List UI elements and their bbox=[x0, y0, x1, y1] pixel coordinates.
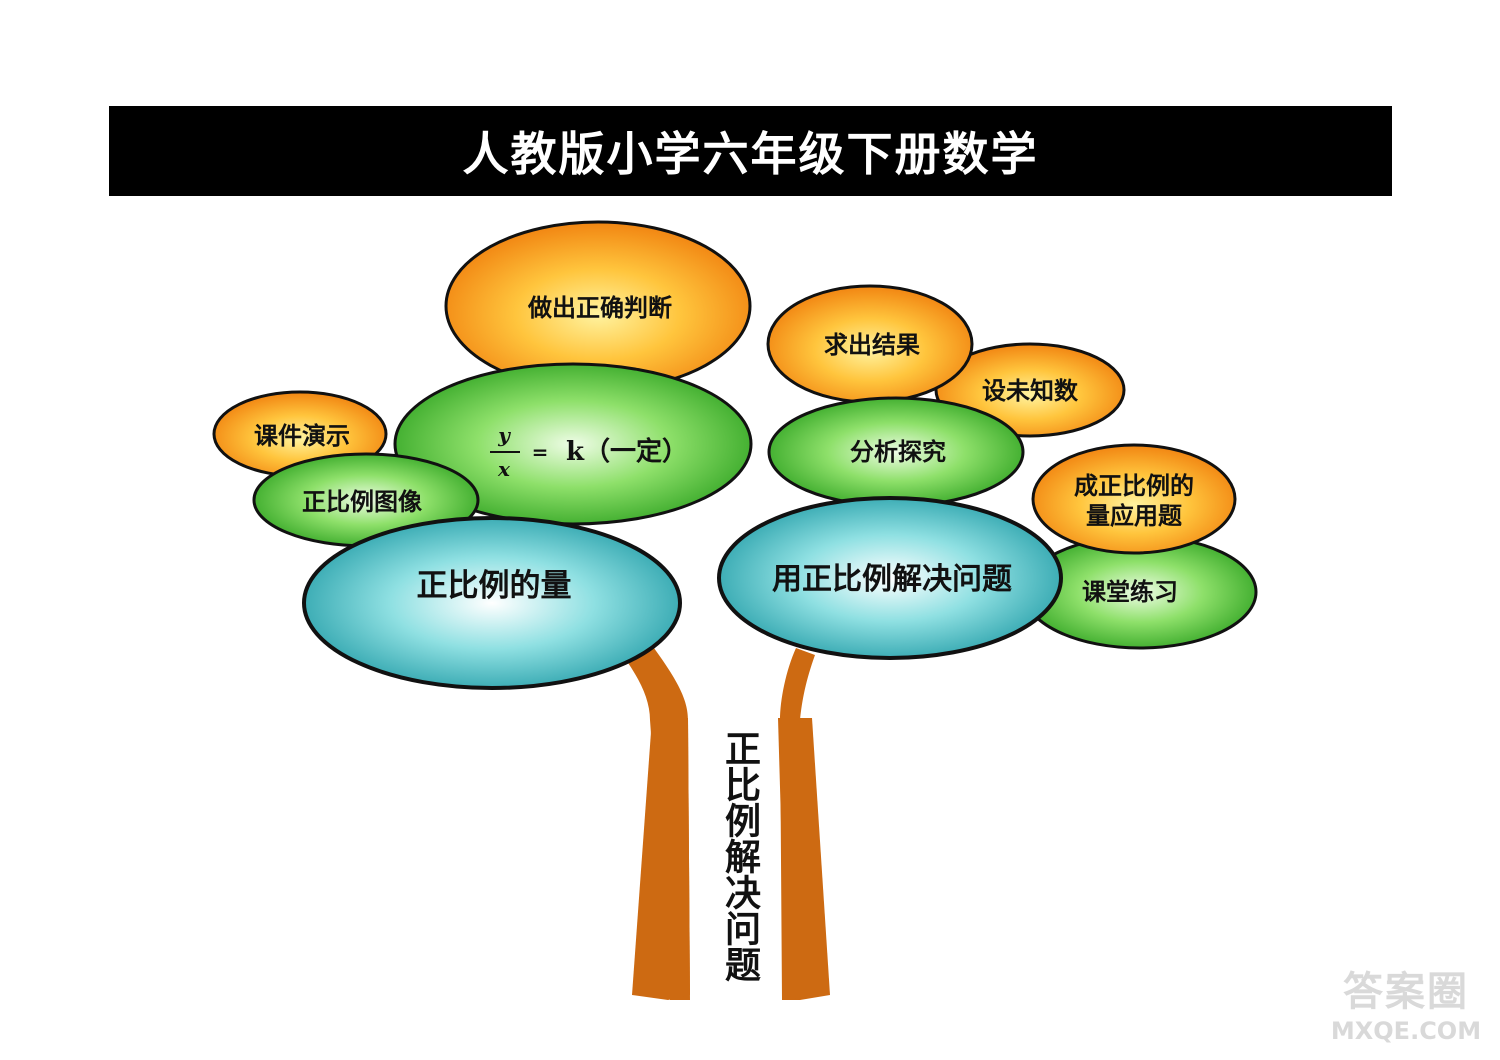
node-right-root: 用正比例解决问题 bbox=[717, 496, 1063, 660]
node-analyze-label: 分析探究 bbox=[850, 437, 946, 466]
node-right-root-label: 用正比例解决问题 bbox=[772, 562, 1012, 597]
node-graph-label: 正比例图像 bbox=[302, 487, 423, 516]
page-title: 人教版小学六年级下册数学 bbox=[462, 127, 1039, 181]
right-trunk bbox=[778, 648, 830, 1000]
node-formula: y x = k（一定） bbox=[393, 362, 753, 526]
node-applied-label-2: 量应用题 bbox=[1086, 501, 1182, 530]
node-applied-label-1: 成正比例的 bbox=[1074, 471, 1194, 500]
node-left-root-label: 正比例的量 bbox=[417, 568, 572, 604]
left-trunk bbox=[626, 640, 690, 1000]
node-analyze: 分析探究 bbox=[767, 396, 1025, 508]
node-applied: 成正比例的 量应用题 bbox=[1031, 443, 1237, 555]
node-unknown-label: 设未知数 bbox=[982, 376, 1079, 405]
node-practice-label: 课堂练习 bbox=[1082, 577, 1178, 606]
watermark-url: MXQE.COM bbox=[1330, 1017, 1482, 1045]
formula-denominator: x bbox=[497, 457, 511, 481]
node-courseware-label: 课件演示 bbox=[254, 421, 350, 450]
formula-numerator: y bbox=[497, 423, 511, 447]
title-bar: 人教版小学六年级下册数学 bbox=[109, 106, 1392, 196]
node-left-root: 正比例的量 bbox=[302, 516, 682, 690]
formula-rhs: k（一定） bbox=[566, 436, 688, 467]
node-practice: 课堂练习 bbox=[1022, 534, 1258, 650]
node-judge-label: 做出正确判断 bbox=[527, 293, 672, 322]
node-result: 求出结果 bbox=[766, 284, 974, 404]
formula-equals: = bbox=[532, 440, 549, 464]
watermark: 答案圈 MXQE.COM bbox=[1318, 968, 1494, 1054]
trunk-label: 正比例解决问题 bbox=[719, 730, 761, 982]
watermark-logo-text: 答案圈 bbox=[1343, 969, 1469, 1015]
node-result-label: 求出结果 bbox=[824, 330, 920, 359]
